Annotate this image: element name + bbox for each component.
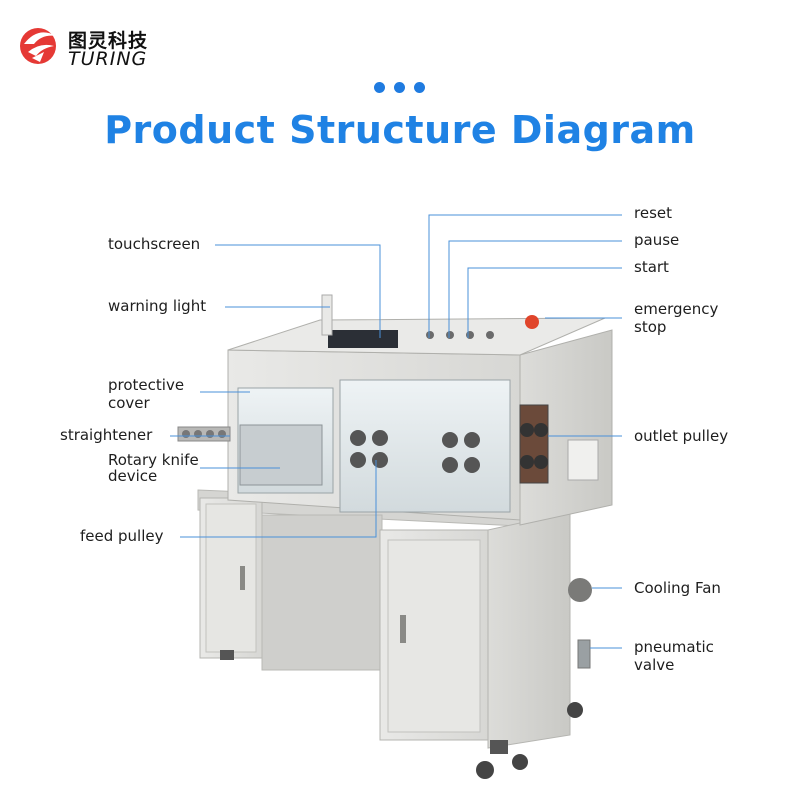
brand-logo: 图灵科技 TURING xyxy=(16,22,176,74)
title-dots xyxy=(374,82,428,94)
label-emergency-stop-line2: stop xyxy=(634,318,667,336)
label-protective-cover-line1: protective xyxy=(108,376,185,394)
label-warning-light: warning light xyxy=(108,297,207,315)
label-pause: pause xyxy=(634,231,680,249)
label-rotary-knife-line2: device xyxy=(108,467,158,485)
dot-icon xyxy=(374,82,385,93)
touchscreen-icon xyxy=(328,330,398,348)
base-cabinet xyxy=(197,489,583,779)
turing-logo-icon xyxy=(20,28,56,64)
machine-body xyxy=(177,294,613,669)
label-outlet-pulley: outlet pulley xyxy=(634,427,729,445)
dot-icon xyxy=(394,82,405,93)
brand-name-cn: 图灵科技 xyxy=(68,30,149,52)
page-title: Product Structure Diagram xyxy=(104,108,696,152)
emergency-stop-icon xyxy=(525,315,539,329)
label-emergency-stop-line1: emergency xyxy=(634,300,719,318)
leader-lines xyxy=(170,214,622,649)
label-feed-pulley: feed pulley xyxy=(80,527,164,545)
label-rotary-knife-line1: Rotary knife xyxy=(108,451,199,469)
cabinet-handle-icon xyxy=(240,566,245,590)
cabinet-handle-icon xyxy=(400,615,406,643)
dot-icon xyxy=(414,82,425,93)
label-pneumatic-valve-line2: valve xyxy=(634,656,675,674)
pneumatic-valve-icon xyxy=(577,639,591,669)
brand-name-en: TURING xyxy=(68,48,148,70)
label-pneumatic-valve-line1: pneumatic xyxy=(634,638,714,656)
label-reset: reset xyxy=(634,204,672,222)
label-start: start xyxy=(634,258,669,276)
label-straightener: straightener xyxy=(60,426,153,444)
label-cooling-fan: Cooling Fan xyxy=(634,579,721,597)
label-protective-cover-line2: cover xyxy=(108,394,150,412)
cooling-fan-icon xyxy=(568,578,592,602)
label-touchscreen: touchscreen xyxy=(108,235,201,253)
warning-light-icon xyxy=(321,294,333,336)
outlet-pulley-icon xyxy=(520,423,534,437)
straightener-icon xyxy=(177,426,231,442)
